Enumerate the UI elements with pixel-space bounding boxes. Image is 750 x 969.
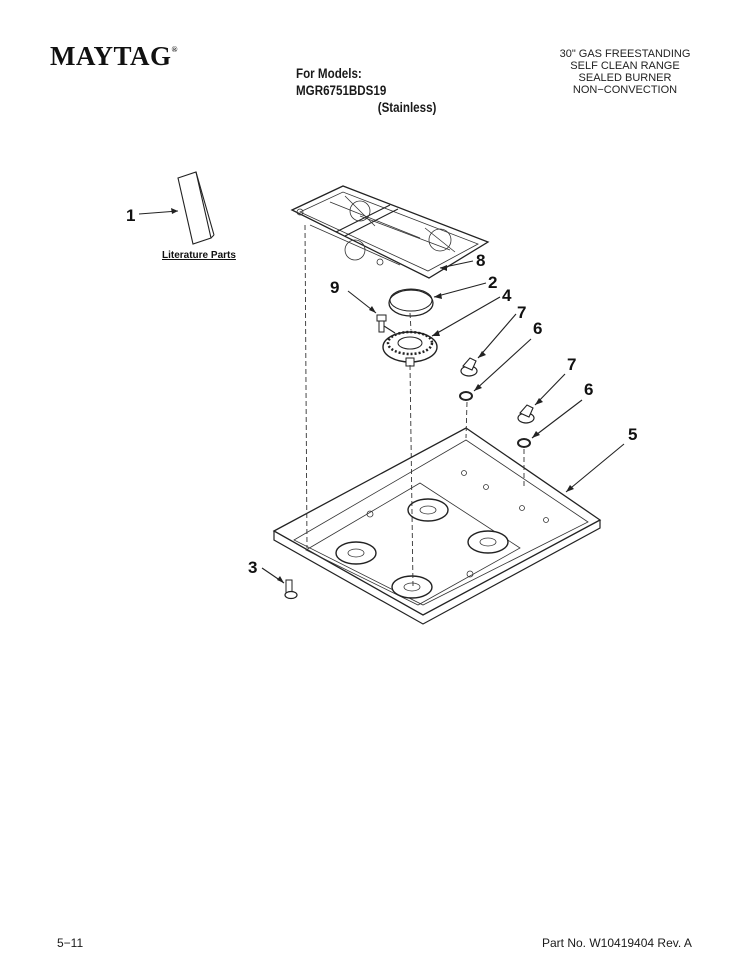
- burner-base: [382, 330, 438, 367]
- description-line-1: 30" GAS FREESTANDING: [559, 48, 691, 60]
- description-line-3: SEALED BURNER: [578, 72, 672, 84]
- callout-3: 3: [248, 558, 257, 577]
- literature-booklet: [177, 171, 215, 245]
- literature-parts-label: Literature Parts: [162, 250, 236, 261]
- cooktop-panel: [272, 427, 602, 625]
- knob-bezel-lower: [517, 438, 531, 448]
- callout-2: 2: [488, 273, 497, 292]
- description-line-2: SELF CLEAN RANGE: [570, 60, 680, 72]
- callout-7-upper: 7: [517, 303, 526, 322]
- leveling-screw: [284, 579, 298, 600]
- callout-1: 1: [126, 206, 135, 225]
- leader-1: [138, 210, 179, 215]
- models-line: For Models: MGR6751BDS19: [296, 66, 387, 98]
- burner-cap: [388, 288, 434, 317]
- brand-logo: MAYTAG®: [50, 41, 178, 72]
- knob-bezel-upper: [459, 391, 473, 401]
- callout-7-lower: 7: [567, 355, 576, 374]
- callout-5: 5: [628, 425, 637, 444]
- callout-4: 4: [502, 286, 512, 305]
- page-number: 5−11: [57, 936, 84, 950]
- callout-9: 9: [330, 278, 339, 297]
- igniter-screw: [376, 314, 396, 334]
- finish-line: (Stainless): [377, 100, 437, 115]
- callout-6-lower: 6: [584, 380, 593, 399]
- product-description: 30" GAS FREESTANDING SELF CLEAN RANGE SE…: [545, 48, 705, 96]
- part-number: Part No. W10419404 Rev. A: [542, 936, 692, 950]
- control-knob-lower: [517, 404, 535, 424]
- burner-grate: [290, 185, 490, 279]
- callout-8: 8: [476, 251, 485, 270]
- callout-6-upper: 6: [533, 319, 542, 338]
- alignment-lines: [304, 224, 525, 587]
- model-info: For Models: MGR6751BDS19 (Stainless): [296, 65, 451, 116]
- brand-name: MAYTAG: [50, 41, 172, 71]
- brand-registered-mark: ®: [171, 45, 178, 54]
- control-knob-upper: [460, 357, 478, 377]
- description-line-4: NON−CONVECTION: [572, 84, 678, 96]
